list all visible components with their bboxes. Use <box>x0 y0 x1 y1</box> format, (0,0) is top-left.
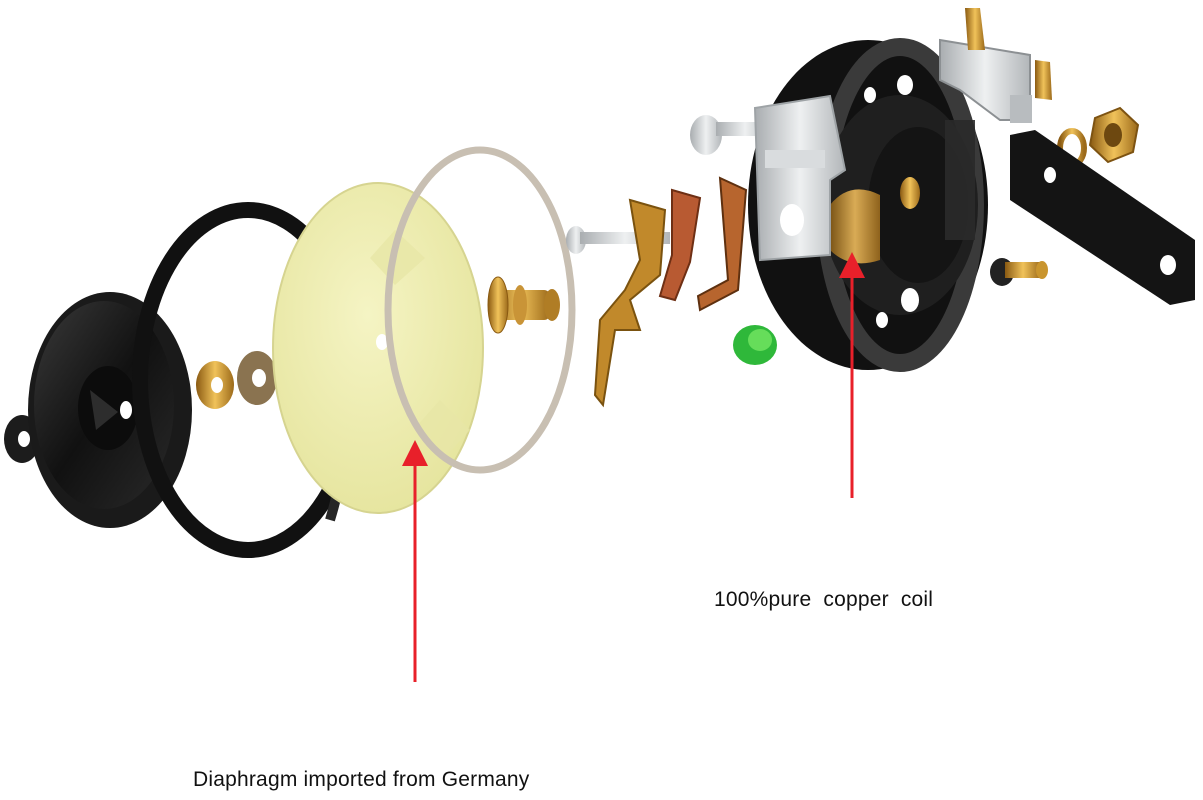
gasket-ring-part <box>384 146 576 474</box>
mounting-bracket-part <box>1010 130 1195 305</box>
brass-core-bolt-part <box>487 276 560 334</box>
red-arrow-icon <box>839 252 865 498</box>
diaphragm-label: Diaphragm imported from Germany <box>193 768 530 791</box>
metal-washer-part <box>237 351 277 405</box>
copper-coil-label: 100%pure copper coil <box>714 588 934 611</box>
copper-coil-part <box>830 189 880 264</box>
contact-bracket-part <box>593 198 667 408</box>
contact-spring-red-part <box>658 188 702 302</box>
terminal-block-part <box>939 8 1052 123</box>
red-arrow-icon <box>402 440 428 682</box>
coil-frame-part <box>753 94 847 262</box>
brass-washer-part <box>196 361 234 409</box>
terminal-bolt-part <box>990 258 1048 286</box>
brass-nut-part <box>1088 106 1140 164</box>
green-spacer-part <box>733 325 777 365</box>
contact-spring-copper-part <box>696 176 748 312</box>
diaphragm-part <box>272 182 484 514</box>
